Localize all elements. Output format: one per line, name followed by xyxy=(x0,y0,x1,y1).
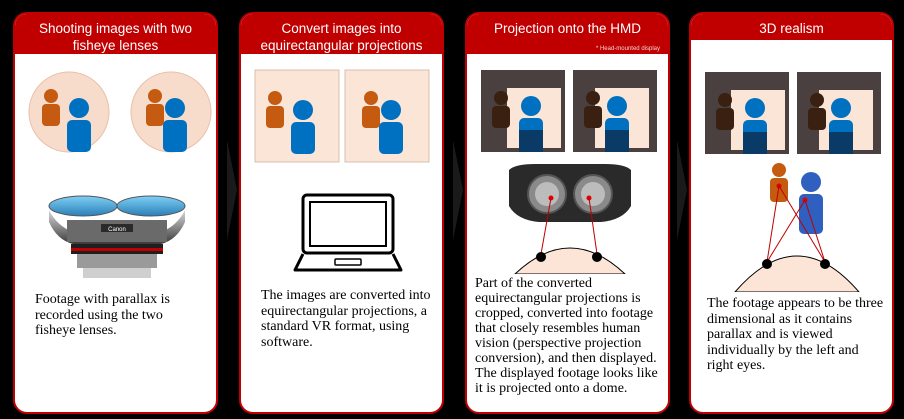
panel-header: Projection onto the HMD * Head-mounted d… xyxy=(467,14,668,54)
step-panel-3d-realism: 3D realism xyxy=(689,12,894,414)
equirectangular-images xyxy=(254,69,430,163)
panel-title: Convert images into equirectangular proj… xyxy=(260,21,423,53)
cropped-image-right xyxy=(797,72,881,154)
equirect-image-right xyxy=(344,69,430,163)
panel-title: Shooting images with two fisheye lenses xyxy=(38,21,193,53)
cropped-image-left xyxy=(481,70,565,152)
camera-brand-label: Canon xyxy=(108,227,126,233)
panel-description: Footage with parallax is recorded using … xyxy=(35,292,170,338)
panel-title: Projection onto the HMD xyxy=(493,21,642,36)
fisheye-camera-icon: Canon xyxy=(48,195,186,278)
flow-arrow xyxy=(677,140,687,240)
step-panel-shooting: Shooting images with two fisheye lenses xyxy=(13,12,218,414)
panel-description: The images are converted into equirectan… xyxy=(261,288,431,350)
person-orange xyxy=(42,89,60,126)
cropped-projection-images xyxy=(705,72,881,154)
cropped-image-right xyxy=(573,70,657,152)
flow-arrow xyxy=(453,140,463,240)
flow-arrow xyxy=(227,140,237,240)
head-icon xyxy=(734,255,860,292)
fisheye-images xyxy=(28,71,212,153)
step-panel-projection: Projection onto the HMD * Head-mounted d… xyxy=(465,12,670,414)
panel-description: The footage appears to be three dimensio… xyxy=(707,296,884,373)
person-blue xyxy=(163,98,187,152)
cropped-image-left xyxy=(705,72,789,154)
fisheye-image-left xyxy=(28,71,110,153)
step-panel-convert: Convert images into equirectangular proj… xyxy=(239,12,444,414)
panel-description: Part of the converted equirectangular pr… xyxy=(475,276,658,396)
person-blue xyxy=(799,172,823,234)
cropped-projection-images xyxy=(481,70,657,152)
vr-headset-icon xyxy=(509,164,631,274)
person-orange xyxy=(770,163,788,202)
equirect-image-left xyxy=(254,69,340,163)
panel-footnote: * Head-mounted display xyxy=(595,46,660,52)
panel-header: 3D realism xyxy=(691,14,892,40)
person-orange xyxy=(146,89,164,126)
person-blue xyxy=(67,98,91,152)
panel-header: Convert images into equirectangular proj… xyxy=(241,14,442,54)
laptop-icon xyxy=(293,193,403,272)
3d-perception-diagram xyxy=(734,163,860,292)
panel-header: Shooting images with two fisheye lenses xyxy=(15,14,216,54)
panel-title: 3D realism xyxy=(759,21,824,36)
fisheye-image-right xyxy=(130,71,212,153)
